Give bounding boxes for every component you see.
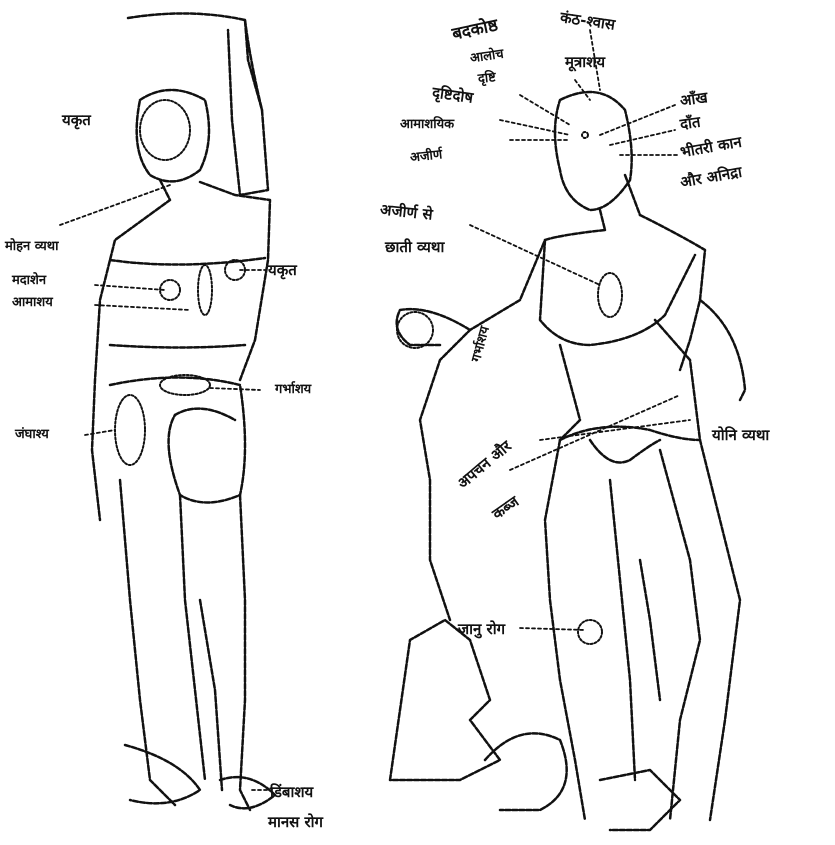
label-kidney: मदाशेन: [12, 274, 46, 287]
label-chest-2: छाती व्यथा: [385, 240, 444, 255]
label-hip: जंघाश्य: [15, 428, 49, 441]
label-head-3: दृष्टि: [477, 71, 496, 86]
label-liver: यकृत: [268, 263, 297, 278]
label-knee: जानु रोग: [458, 622, 505, 637]
label-head-left: यकृत: [62, 113, 91, 128]
label-womb: गर्भाशय: [275, 383, 311, 396]
label-head-6: अजीर्ण: [409, 148, 443, 164]
left-figure-outline: [92, 13, 275, 810]
label-teeth: दाँत: [679, 115, 701, 133]
label-genital: योनि व्यथा: [712, 428, 769, 443]
label-stomach: आमाशय: [12, 296, 53, 309]
label-eye: आँख: [679, 90, 708, 109]
right-figure-outline: [390, 92, 745, 830]
label-throat: मोहन व्यथा: [5, 240, 58, 253]
label-head-5: आमाशयिक: [400, 118, 454, 131]
label-top-2: मूत्राशय: [565, 55, 605, 70]
label-foot-2: मानस रोग: [268, 815, 323, 830]
label-foot-1: डिंबाशय: [270, 785, 313, 800]
